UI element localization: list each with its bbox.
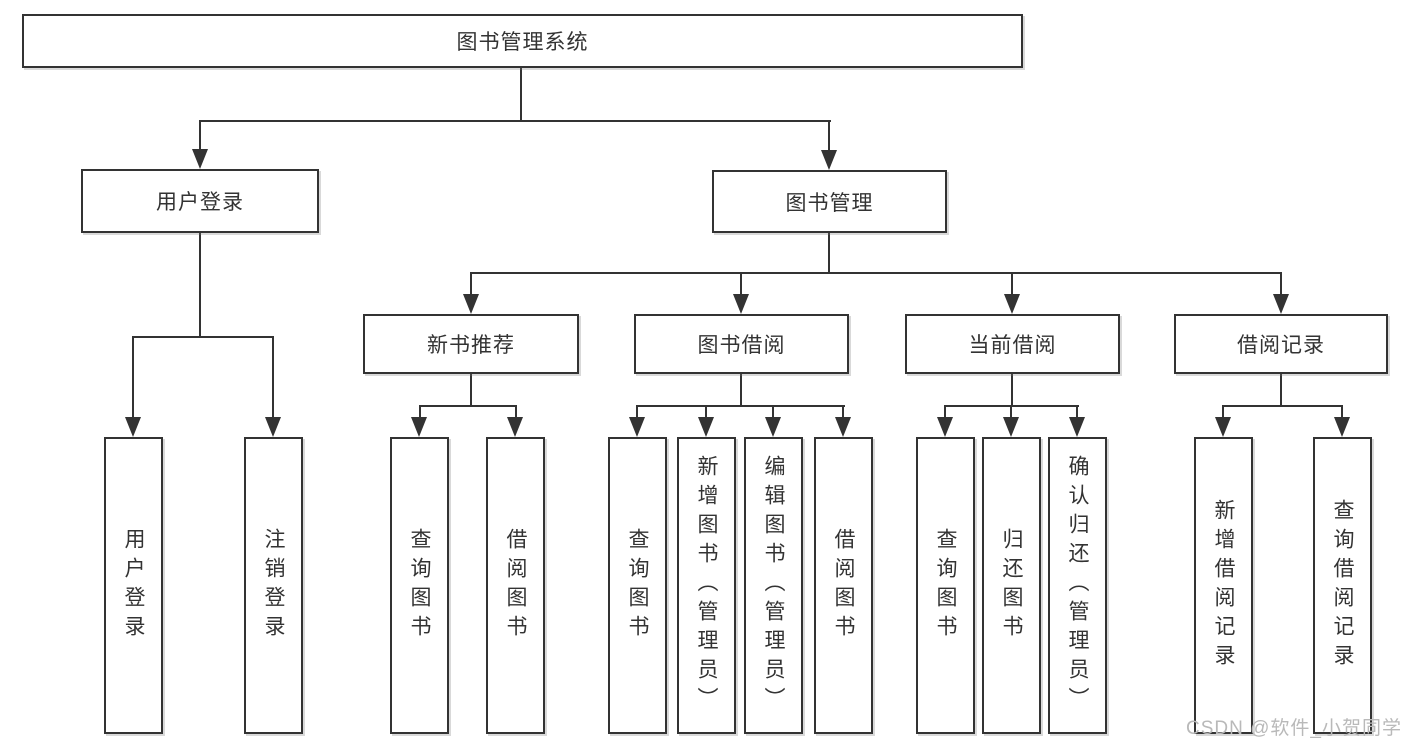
leaf-user-login: 用户登录 <box>104 437 163 734</box>
node-borrowing-records: 借阅记录 <box>1174 314 1388 374</box>
leaf-label: 编辑图书（管理员） <box>762 455 785 716</box>
node-label: 新书推荐 <box>427 334 515 357</box>
leaf-confirm-return-admin: 确认归还（管理员） <box>1048 437 1107 734</box>
arrow-down-icon <box>698 417 714 437</box>
connector-stem <box>515 405 517 418</box>
leaf-edit-book-admin: 编辑图书（管理员） <box>744 437 803 734</box>
leaf-query-borrow-record: 查询借阅记录 <box>1313 437 1372 734</box>
arrow-down-icon <box>629 417 645 437</box>
leaf-label: 注销登录 <box>262 527 285 644</box>
leaf-logout: 注销登录 <box>244 437 303 734</box>
leaf-label: 新增借阅记录 <box>1212 498 1235 673</box>
connector-stem <box>828 233 830 272</box>
connector-stem <box>1076 405 1078 418</box>
connector-stem <box>419 405 421 418</box>
arrow-down-icon <box>463 294 479 314</box>
arrow-down-icon <box>1003 417 1019 437</box>
connector-stem <box>1010 405 1012 418</box>
node-new-book-recommend: 新书推荐 <box>363 314 579 374</box>
connector-stem <box>740 272 742 296</box>
connector-stem <box>1222 405 1224 418</box>
leaf-borrow-books-recommend: 借阅图书 <box>486 437 545 734</box>
arrow-down-icon <box>411 417 427 437</box>
connector-stem <box>199 120 201 150</box>
arrow-down-icon <box>125 417 141 437</box>
node-label: 图书管理 <box>785 191 874 215</box>
connector-stem <box>272 336 274 418</box>
leaf-label: 查询图书 <box>626 527 649 644</box>
leaf-label: 用户登录 <box>122 527 145 644</box>
connector-stem <box>1011 272 1013 296</box>
leaf-add-book-admin: 新增图书（管理员） <box>677 437 736 734</box>
leaf-label: 借阅图书 <box>504 527 527 644</box>
arrow-down-icon <box>1004 294 1020 314</box>
arrow-down-icon <box>821 150 837 170</box>
connector-stem <box>944 405 946 418</box>
arrow-down-icon <box>507 417 523 437</box>
leaf-add-borrow-record: 新增借阅记录 <box>1194 437 1253 734</box>
leaf-label: 查询图书 <box>934 527 957 644</box>
leaf-label: 确认归还（管理员） <box>1066 455 1089 716</box>
connector-stem <box>470 272 472 296</box>
connector-stem <box>470 374 472 405</box>
leaf-query-books-borrow: 查询图书 <box>608 437 667 734</box>
leaf-query-books-recommend: 查询图书 <box>390 437 449 734</box>
connector-bar <box>1223 405 1343 407</box>
node-book-management: 图书管理 <box>712 170 947 233</box>
connector-stem <box>705 405 707 418</box>
connector-stem <box>1341 405 1343 418</box>
leaf-label: 新增图书（管理员） <box>695 455 718 716</box>
arrow-down-icon <box>1069 417 1085 437</box>
arrow-down-icon <box>835 417 851 437</box>
node-book-management-system: 图书管理系统 <box>22 14 1023 68</box>
arrow-down-icon <box>1334 417 1350 437</box>
node-user-login: 用户登录 <box>81 169 319 233</box>
connector-stem <box>1011 374 1013 405</box>
arrow-down-icon <box>192 149 208 169</box>
leaf-return-book: 归还图书 <box>982 437 1041 734</box>
node-label: 借阅记录 <box>1237 334 1325 357</box>
arrow-down-icon <box>765 417 781 437</box>
leaf-label: 归还图书 <box>1000 527 1023 644</box>
connector-stem <box>132 336 134 418</box>
connector-bar <box>945 405 1079 407</box>
leaf-borrow-books-borrow: 借阅图书 <box>814 437 873 734</box>
arrow-down-icon <box>1215 417 1231 437</box>
connector-stem <box>1280 272 1282 296</box>
node-current-borrowing: 当前借阅 <box>905 314 1120 374</box>
connector-stem <box>740 374 742 405</box>
leaf-label: 查询图书 <box>408 527 431 644</box>
leaf-label: 查询借阅记录 <box>1331 498 1354 673</box>
connector-bar <box>637 405 845 407</box>
connector-stem <box>1280 374 1282 405</box>
arrow-down-icon <box>733 294 749 314</box>
connector-root-bar <box>199 120 831 122</box>
leaf-query-books-current: 查询图书 <box>916 437 975 734</box>
connector-root-stem <box>520 68 522 120</box>
connector-bar <box>470 272 1282 274</box>
node-label: 图书管理系统 <box>456 31 589 54</box>
node-book-borrowing: 图书借阅 <box>634 314 849 374</box>
node-label: 当前借阅 <box>968 334 1057 357</box>
leaf-label: 借阅图书 <box>832 527 855 644</box>
connector-bar <box>133 336 274 338</box>
arrow-down-icon <box>1273 294 1289 314</box>
node-label: 图书借阅 <box>697 334 786 357</box>
connector-stem <box>636 405 638 418</box>
connector-stem <box>842 405 844 418</box>
arrow-down-icon <box>937 417 953 437</box>
arrow-down-icon <box>265 417 281 437</box>
connector-bar <box>419 405 517 407</box>
connector-stem <box>772 405 774 418</box>
connector-stem <box>828 120 830 150</box>
node-label: 用户登录 <box>156 191 244 214</box>
csdn-watermark: CSDN @软件_小贺同学 <box>1186 718 1402 739</box>
connector-stem <box>199 233 201 336</box>
